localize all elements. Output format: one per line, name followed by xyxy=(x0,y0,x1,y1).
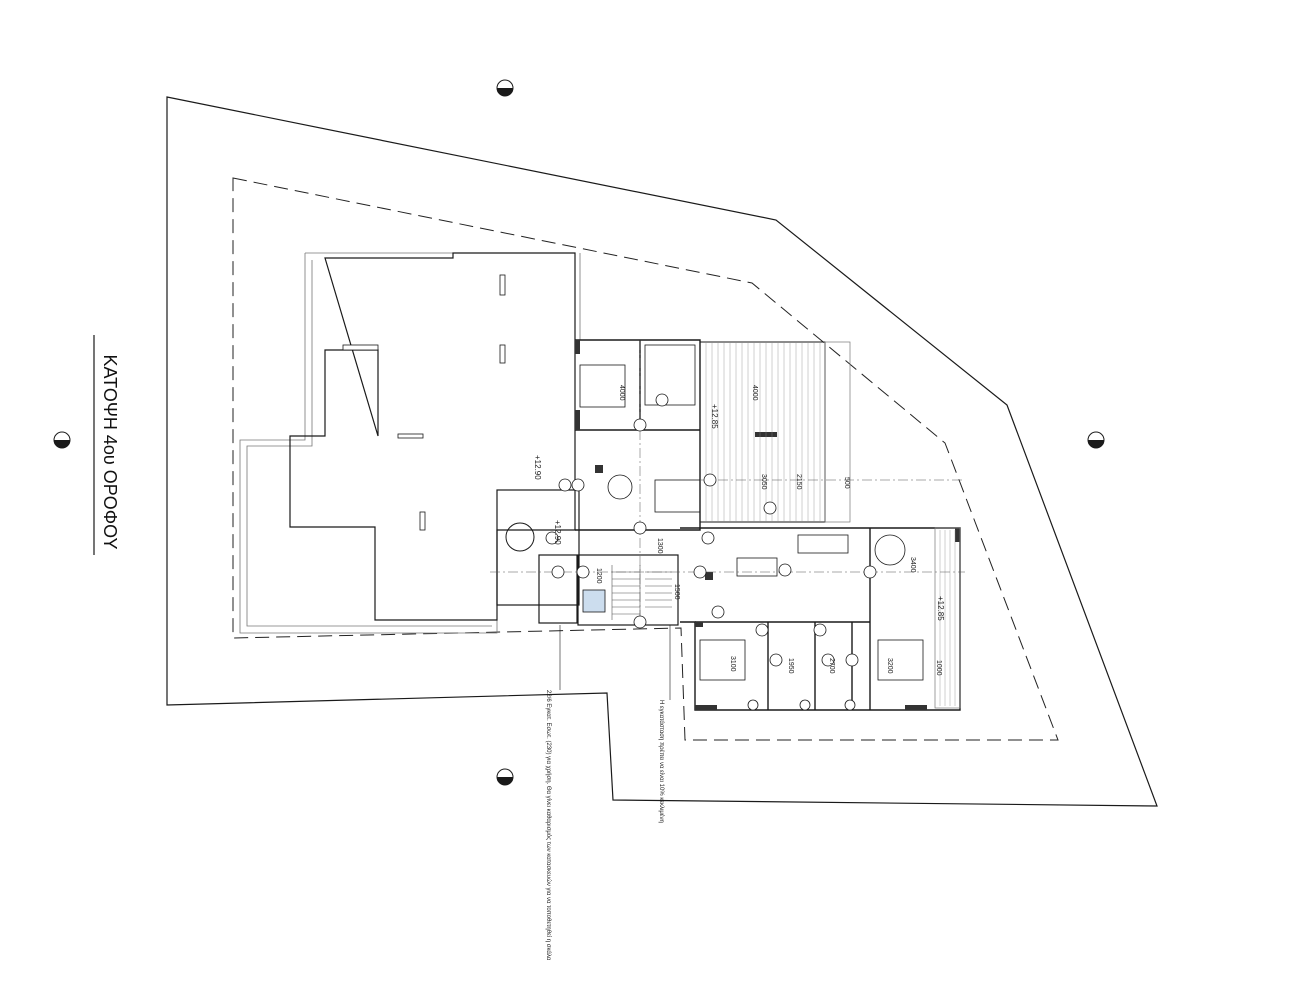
dimension-label: 1300 xyxy=(656,538,663,554)
stair-core xyxy=(496,489,679,626)
dimension-label: 500 xyxy=(843,477,850,489)
drawing-title: ΚΑΤΟΨΗ 4ου ΟΡΟΦΟΥ xyxy=(100,354,120,549)
dimension-label: 4000 xyxy=(618,385,625,401)
stair-treads xyxy=(612,571,672,615)
level-label: +12.85 xyxy=(936,596,945,621)
lift-car xyxy=(582,589,606,613)
level-label: +12.90 xyxy=(533,455,542,480)
roof-vents xyxy=(342,274,506,531)
dimension-label: 1500 xyxy=(673,584,680,600)
terrace-a-hatch xyxy=(705,342,821,522)
side-note: 22/6 Εγκατ. Εσωτ. (230) για χρήση. Θα γί… xyxy=(545,690,552,961)
level-label: +12.90 xyxy=(553,520,562,545)
dimension-label: 3050 xyxy=(760,474,767,490)
dimension-label: 4000 xyxy=(751,385,758,401)
dimension-label: 1950 xyxy=(787,658,794,674)
grid-lines xyxy=(490,340,965,625)
dimension-label: 3100 xyxy=(729,656,736,672)
dimension-label: 3400 xyxy=(909,557,916,573)
roof-terrace xyxy=(239,252,581,634)
side-note: Η εγκατάσταση πρέπει να είναι 10% κεκλιμ… xyxy=(658,700,665,823)
level-label: +12.85 xyxy=(710,404,719,429)
apartment-a-walls xyxy=(575,340,777,473)
terrace-a-edge xyxy=(824,341,851,523)
plot-boundary xyxy=(166,96,1158,807)
title-text: ΚΑΤΟΨΗ 4ου ΟΡΟΦΟΥ xyxy=(100,354,120,549)
dimension-label: 2700 xyxy=(828,658,835,674)
terrace-b-hatch xyxy=(939,530,956,706)
section-marker-fills xyxy=(54,88,1104,785)
terrace-b xyxy=(934,527,961,709)
apartment-b-walls xyxy=(695,528,960,710)
dimension-label: 1200 xyxy=(595,568,602,584)
section-markers xyxy=(53,79,1105,786)
setback-line xyxy=(232,177,1059,741)
apartment-a xyxy=(575,339,701,531)
dimension-label: 3200 xyxy=(886,658,893,674)
dimension-label: 1000 xyxy=(935,660,942,676)
dimension-label: 2150 xyxy=(795,474,802,490)
spiral-marker xyxy=(505,522,535,552)
apartment-b xyxy=(680,527,961,711)
roof-outline xyxy=(289,252,576,621)
door-markers xyxy=(545,393,877,711)
